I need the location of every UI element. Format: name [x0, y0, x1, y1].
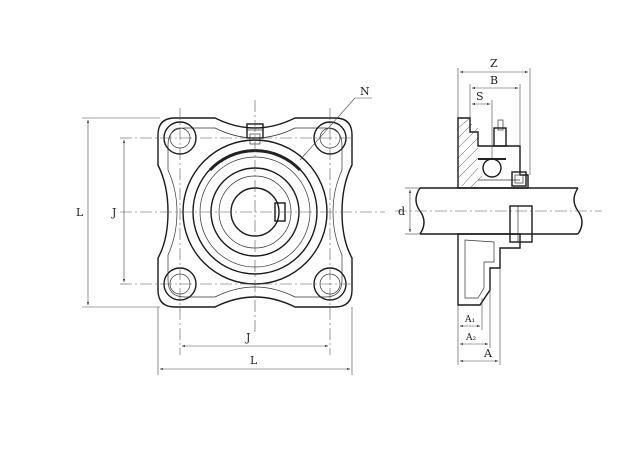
dimension-S: S: [471, 90, 493, 158]
housing-upper-section: [457, 117, 529, 189]
dimension-A1: A₁: [457, 298, 483, 365]
label-A1: A₁: [464, 315, 475, 325]
dimension-J-vertical: J: [111, 139, 126, 283]
dimension-L-vertical: L: [76, 117, 160, 308]
label-J-vertical: J: [111, 206, 116, 219]
dimension-A2: A₂: [459, 290, 491, 348]
label-A2: A₂: [465, 333, 476, 343]
dimension-d: d: [398, 187, 420, 235]
label-L-vertical: L: [76, 206, 84, 219]
dimension-A: A: [459, 268, 501, 365]
label-B: B: [490, 74, 498, 87]
label-N: N: [360, 85, 370, 98]
dimension-Z: Z: [457, 57, 531, 175]
dimension-B: B: [469, 74, 521, 146]
label-d: d: [398, 205, 405, 218]
leader-N: N: [299, 85, 372, 161]
side-view: Z B S d A₁: [395, 57, 602, 365]
dimension-L-horizontal: L: [157, 307, 353, 375]
label-J-horizontal: J: [245, 331, 250, 344]
label-S: S: [476, 90, 484, 103]
housing-lower: [457, 205, 533, 306]
front-view: N L J J L: [76, 85, 385, 375]
label-Z: Z: [490, 57, 498, 70]
dimension-J-horizontal: J: [181, 331, 329, 348]
label-L-horizontal: L: [250, 354, 258, 367]
label-A: A: [483, 347, 493, 360]
